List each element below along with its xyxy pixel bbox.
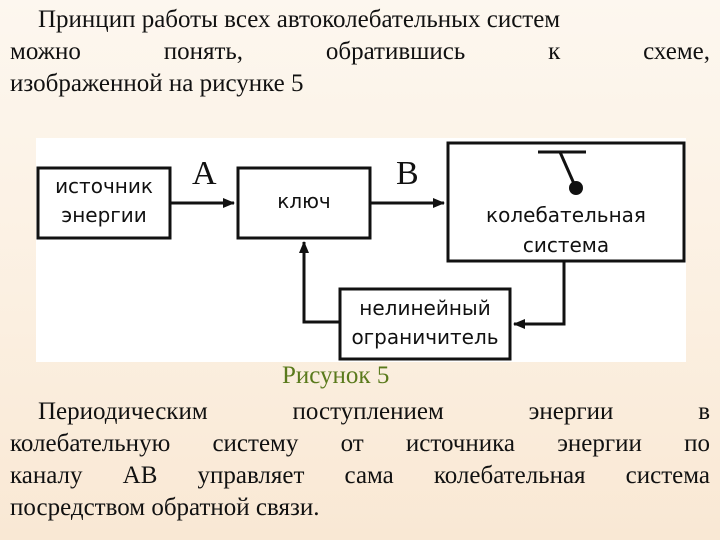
body-line-2: колебательную систему от источника энерг… bbox=[10, 430, 710, 457]
intro-word: можно bbox=[10, 38, 81, 65]
point-b-label: B bbox=[396, 155, 419, 192]
limiter-label-line1: нелинейный bbox=[359, 296, 490, 320]
intro-word: обратившись bbox=[325, 38, 466, 65]
body-line-4: посредством обратной связи. bbox=[10, 494, 320, 521]
source-label-line2: энергии bbox=[61, 203, 147, 227]
body-paragraph: Периодическим поступлением энергии в кол… bbox=[10, 396, 710, 524]
intro-line-1: Принцип работы всех автоколебательных си… bbox=[38, 6, 561, 33]
key-label: ключ bbox=[277, 189, 331, 213]
point-a-label: A bbox=[192, 155, 217, 192]
intro-word: схеме, bbox=[643, 38, 710, 65]
figure-caption: Рисунок 5 bbox=[282, 362, 390, 389]
intro-paragraph: Принцип работы всех автоколебательных си… bbox=[10, 4, 710, 100]
limiter-label-line2: ограничитель bbox=[351, 325, 498, 349]
oscillator-label-line2: система bbox=[523, 233, 609, 257]
pendulum-icon bbox=[538, 150, 586, 195]
oscillator-label-line1: колебательная bbox=[486, 203, 646, 227]
arrow-to-key bbox=[299, 241, 340, 324]
body-line-3: каналу AB управляет сама колебательная с… bbox=[10, 462, 710, 489]
intro-line-3: изображенной на рисунке 5 bbox=[10, 70, 304, 97]
intro-word: понять, bbox=[163, 38, 244, 65]
arrow-to-limiter bbox=[513, 261, 566, 329]
source-label-line1: источник bbox=[55, 174, 153, 198]
intro-line-2: можно понять, обратившись к схеме, bbox=[10, 36, 710, 68]
limiter-box bbox=[338, 287, 512, 361]
intro-word: к bbox=[548, 38, 561, 65]
body-line-1: Периодическим поступлением энергии в bbox=[38, 398, 710, 425]
